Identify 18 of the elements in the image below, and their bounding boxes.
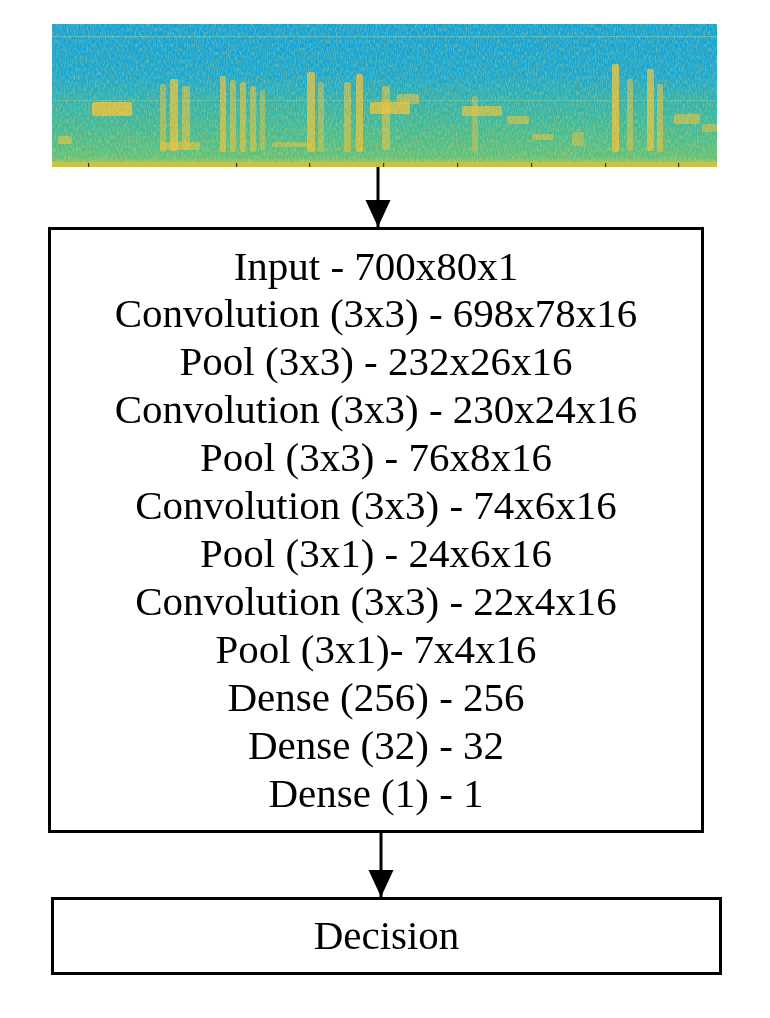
layer-label: Dense (256) - 256: [227, 673, 525, 722]
layer-label: Pool (3x1) - 24x6x16: [200, 530, 552, 578]
layer-label: Convolution (3x3) - 698x78x16: [114, 290, 638, 339]
layer-label: Dense (32) - 32: [247, 721, 505, 770]
layer-stack-box: [48, 227, 704, 833]
layer-label: Pool (3x3) - 232x26x16: [179, 338, 573, 387]
layer-label: Convolution (3x3) - 230x24x16: [114, 386, 638, 435]
process-box: [51, 897, 722, 975]
layer-label: Convolution (3x3) - 74x6x16: [135, 482, 617, 530]
arrow: [368, 833, 394, 897]
layer-label: Convolution (3x3) - 22x4x16: [135, 577, 617, 626]
layer-label: Dense (1) - 1: [268, 769, 484, 818]
arrow: [365, 167, 391, 227]
layer-label: Pool (3x3) - 76x8x16: [200, 434, 552, 483]
spectrogram-picture: [52, 24, 717, 167]
layer-label: Input - 700x80x1: [233, 242, 519, 291]
layer-label: Pool (3x1)- 7x4x16: [215, 625, 537, 674]
box-label: Decision: [313, 912, 460, 960]
